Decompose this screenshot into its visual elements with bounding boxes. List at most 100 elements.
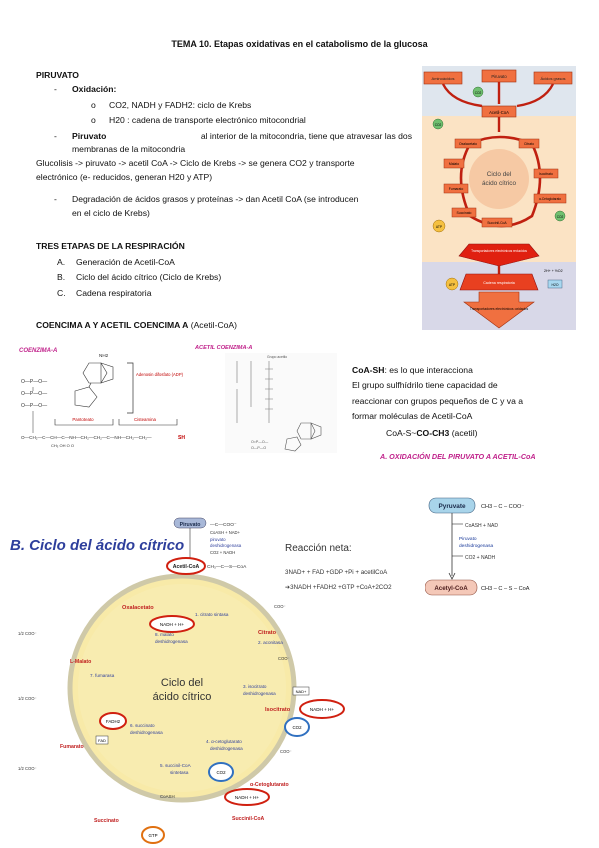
- enzyme-4a: 4. α-cetoglutarato: [206, 739, 242, 744]
- succinilcoa-label: Succinil-CoA: [487, 221, 507, 225]
- formula-part-c: (acetil): [451, 428, 478, 438]
- etapa-text: Cadena respiratoria: [76, 288, 152, 298]
- etapas-heading: TRES ETAPAS DE LA RESPIRACIÓN: [36, 241, 185, 251]
- svg-text:O—P—O—: O—P—O—: [21, 379, 47, 385]
- coenzima-heading-bold: COENCIMA A Y ACETIL COENCIMA A: [36, 320, 189, 330]
- coenzima-a-figure: COENZIMA-A NH2 Adenosin difosfato (ADP) …: [17, 343, 189, 451]
- page-title: TEMA 10. Etapas oxidativas en el catabol…: [171, 39, 428, 49]
- coa-formula: CoA-S~CO-CH3 (acetil): [386, 427, 477, 439]
- nadh-badge: NADH + H+: [235, 795, 260, 800]
- coash-label: CoASH: [160, 794, 175, 799]
- succinato-label: Succinato: [457, 211, 472, 215]
- svg-text:1/2 COO⁻: 1/2 COO⁻: [18, 631, 37, 636]
- svg-text:COO⁻: COO⁻: [278, 656, 290, 661]
- piruvato-text-2: membranas de la mitocondria: [72, 144, 186, 154]
- krebs-coash-nad: CoASH + NAD+: [210, 530, 241, 535]
- svg-text:COO⁻: COO⁻: [280, 749, 292, 754]
- malato-label: Malato: [449, 162, 459, 166]
- coash-bold: CoA-SH: [352, 365, 385, 375]
- acetil-coa-figure: ACETIL COENZIMA-A Grupo acetilo O=P—O— O…: [191, 343, 345, 453]
- fadh2-badge: FADH2: [106, 719, 121, 724]
- nh2-label: NH2: [99, 353, 109, 358]
- enzyme-6b: deshidrogenasa: [130, 730, 163, 735]
- pyruvate-label: Pyruvate: [439, 503, 466, 510]
- sh-label: SH: [178, 435, 185, 441]
- coash-line: CoA-SH: es lo que interacciona: [352, 364, 473, 376]
- enzyme-1: 1. citrato sintasa: [195, 612, 229, 617]
- enzyme-2: 2. aconitasa: [258, 640, 283, 645]
- enzyme-3a: 3. isocitrato: [243, 684, 267, 689]
- degradacion-line-2: en el ciclo de Krebs): [72, 208, 150, 218]
- enzyme-7: 7. fumarasa: [90, 673, 115, 678]
- aminoacidos-label: Aminoácidos: [432, 76, 455, 81]
- reaccion-line-2: ➔3NADH +FADH2 +GTP +CoA+2CO2: [285, 584, 392, 591]
- overview-center-2: ácido cítrico: [482, 180, 517, 187]
- cetoglutarato-label: α-Cetoglutarato: [250, 782, 289, 788]
- piruvato-label: Piruvato: [491, 74, 507, 79]
- reaccion-neta-title: Reacción neta:: [285, 543, 352, 554]
- coash-rest: : es lo que interacciona: [384, 365, 473, 375]
- piruvato-text: al interior de la mitocondria, tiene que…: [200, 131, 412, 141]
- isocitrato-label: Isocitrato: [265, 707, 291, 713]
- bullet: o: [91, 100, 96, 110]
- coenzima-heading-rest: (Acetil-CoA): [190, 320, 238, 330]
- glucolisis-line-1: Glucolisis -> piruvato -> acetil CoA -> …: [36, 158, 355, 168]
- piruvato-line: Piruvato al interior de la mitocondria, …: [72, 130, 412, 142]
- svg-text:O—P—O: O—P—O: [251, 446, 266, 450]
- enzyme-8b: deshidrogenasa: [155, 639, 188, 644]
- pantoteato-label: Pantoteato: [72, 417, 94, 422]
- reaccion-line-1: 3NAD+ + FAD +GDP +Pi + acetilCoA: [285, 569, 388, 576]
- enzyme-5b: sintetasa: [170, 770, 189, 775]
- acetyl-formula: CH3 – C – S – CoA: [481, 586, 530, 592]
- succinato-label: Succinato: [94, 818, 119, 824]
- formula-part-b: CO-CH3: [416, 428, 450, 438]
- h2o-label: H2O: [552, 283, 559, 287]
- oxidacion-piruvato-title: A. OXIDACIÓN DEL PIRUVATO A ACETIL-CoA: [380, 452, 536, 461]
- dash: -: [54, 131, 57, 141]
- coash-nad-label: CoASH + NAD: [465, 523, 498, 529]
- overview-center-1: Ciclo del: [487, 171, 512, 178]
- enzyme-4b: deshidrogenasa: [210, 746, 243, 751]
- dash: -: [54, 84, 57, 94]
- svg-text:O—P—O—: O—P—O—: [21, 403, 47, 409]
- succinilcoa-label: Succinil-CoA: [232, 816, 265, 822]
- krebs-piruvato-label: Piruvato: [180, 522, 201, 528]
- svg-text:O=P—O—: O=P—O—: [251, 440, 269, 444]
- co2-badge: CO2: [292, 725, 302, 730]
- coa-text-1: El grupo sulfhídrilo tiene capacidad de: [352, 380, 498, 390]
- degradacion-line-1: Degradación de ácidos grasos y proteínas…: [72, 194, 359, 204]
- acetil-fig-label: ACETIL COENZIMA-A: [194, 345, 252, 351]
- coenzima-fig-label: COENZIMA-A: [19, 348, 57, 354]
- etapa-text: Generación de Acetil-CoA: [76, 257, 175, 267]
- citrato-label: Citrato: [524, 142, 534, 146]
- svg-text:CH₃ OH O O: CH₃ OH O O: [51, 443, 74, 448]
- krebs-acetilcoa-label: Acetil-CoA: [173, 564, 200, 570]
- svg-text:O—P—O—: O—P—O—: [21, 391, 47, 397]
- co2-badge: CO2: [216, 770, 226, 775]
- coenzima-heading: COENCIMA A Y ACETIL COENCIMA A (Acetil-C…: [36, 319, 237, 331]
- krebs-cycle-figure: Ciclo del ácido cítrico Piruvato —C—COO⁻…: [10, 510, 355, 848]
- subitem-krebs: CO2, NADH y FADH2: ciclo de Krebs: [109, 100, 252, 110]
- enzyme-6a: 6. succinato: [130, 723, 155, 728]
- nadh-badge: NADH + H+: [310, 707, 335, 712]
- enzyme-label-2: deshidrogenasa: [459, 543, 493, 549]
- gtp-badge: GTP: [148, 833, 157, 838]
- adp-label: Adenosin difosfato (ADP): [136, 372, 184, 377]
- etapa-letter: B.: [57, 272, 66, 282]
- acidos-grasos-label: Ácidos grasos: [540, 76, 565, 81]
- o2-label: 2H+ + ½O2: [544, 269, 563, 273]
- fad-badge: FAD: [98, 738, 106, 743]
- nadh-badge: NADH + H+: [160, 622, 185, 627]
- enzyme-5a: 5. succinil-CoA: [160, 763, 192, 768]
- dash: -: [54, 194, 57, 204]
- cadena-label: Cadena respiratoria: [483, 281, 515, 285]
- krebs-center-2: ácido cítrico: [153, 691, 212, 703]
- pdh-label-1: piruvato: [210, 537, 226, 542]
- co2-label: CO2: [435, 123, 442, 127]
- svg-text:—C—COO⁻: —C—COO⁻: [210, 522, 237, 528]
- nad-badge: NAD+: [296, 689, 307, 694]
- svg-text:COO⁻: COO⁻: [274, 604, 286, 609]
- pdh-label-2: deshidrogenasa: [210, 543, 242, 548]
- malato-label: L-Malato: [70, 659, 91, 665]
- atp-label: ATP: [449, 283, 456, 287]
